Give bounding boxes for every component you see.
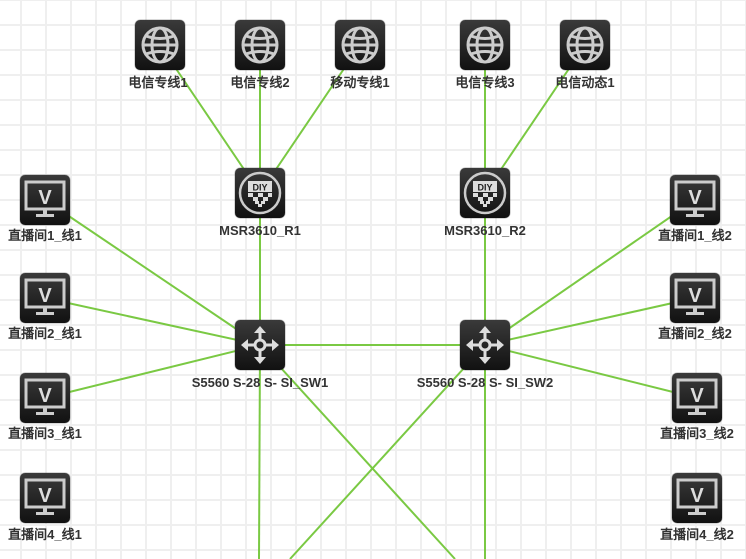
link-rr1-sw2[interactable] — [484, 199, 696, 346]
node-label: 直播间3_线2 — [660, 426, 734, 441]
node-label: MSR3610_R2 — [444, 223, 526, 238]
svg-text:V: V — [38, 187, 52, 209]
node-label: 移动专线1 — [330, 75, 390, 90]
link-rr2-sw2[interactable] — [484, 297, 696, 346]
node-label: MSR3610_R1 — [219, 223, 301, 238]
monitor-icon[interactable]: V — [672, 473, 722, 523]
monitor-icon[interactable]: V — [670, 273, 720, 323]
link-sw2-offscreen-d[interactable] — [289, 344, 486, 559]
monitor-icon[interactable]: V — [20, 373, 70, 423]
svg-text:V: V — [690, 485, 704, 507]
diy-router-icon[interactable]: DIY — [235, 168, 285, 218]
switch-icon[interactable] — [460, 320, 510, 370]
node-label: 电信动态1 — [555, 75, 615, 90]
monitor-icon[interactable]: V — [20, 473, 70, 523]
svg-text:V: V — [688, 187, 702, 209]
globe-icon[interactable] — [135, 20, 185, 70]
node-label: 直播间4_线2 — [660, 527, 734, 542]
link-sw1-offscreen-c[interactable] — [259, 344, 456, 559]
monitor-icon[interactable]: V — [670, 175, 720, 225]
link-l3-sw1[interactable] — [44, 344, 261, 399]
svg-text:V: V — [38, 385, 52, 407]
link-l2-sw1[interactable] — [44, 297, 261, 346]
link-l1-sw1[interactable] — [44, 199, 261, 346]
svg-text:V: V — [38, 485, 52, 507]
svg-text:DIY: DIY — [477, 183, 492, 193]
node-label: 直播间3_线1 — [8, 426, 82, 441]
node-label: 直播间1_线2 — [658, 228, 732, 243]
node-label: S5560 S-28 S- SI_SW2 — [416, 375, 554, 390]
link-rr3-sw2[interactable] — [484, 344, 698, 399]
globe-icon[interactable] — [335, 20, 385, 70]
globe-icon[interactable] — [460, 20, 510, 70]
svg-text:V: V — [690, 385, 704, 407]
node-label: 直播间2_线2 — [658, 326, 732, 341]
switch-icon[interactable] — [235, 320, 285, 370]
node-label: 直播间4_线1 — [8, 527, 82, 542]
monitor-icon[interactable]: V — [20, 175, 70, 225]
svg-text:V: V — [38, 285, 52, 307]
globe-icon[interactable] — [560, 20, 610, 70]
svg-text:DIY: DIY — [252, 183, 267, 193]
node-label: S5560 S-28 S- SI_SW1 — [191, 375, 329, 390]
node-label: 电信专线3 — [455, 75, 515, 90]
monitor-icon[interactable]: V — [20, 273, 70, 323]
monitor-icon[interactable]: V — [672, 373, 722, 423]
globe-icon[interactable] — [235, 20, 285, 70]
node-label: 直播间1_线1 — [8, 228, 82, 243]
diy-router-icon[interactable]: DIY — [460, 168, 510, 218]
link-sw1-offscreen-a[interactable] — [258, 344, 261, 559]
svg-text:V: V — [688, 285, 702, 307]
node-label: 电信专线2 — [230, 75, 290, 90]
node-label: 直播间2_线1 — [8, 326, 82, 341]
node-label: 电信专线1 — [128, 75, 188, 90]
